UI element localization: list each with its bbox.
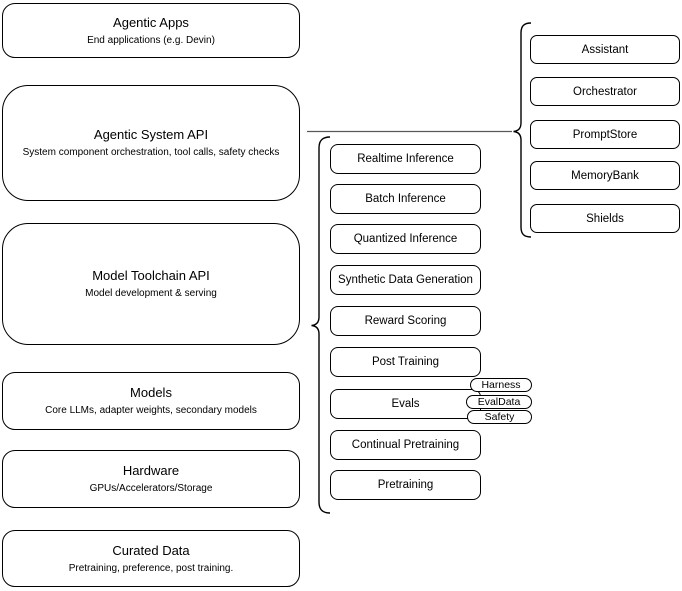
node-subtitle: GPUs/Accelerators/Storage	[89, 483, 213, 494]
node-label: Synthetic Data Generation	[338, 274, 473, 286]
node-label: Quantized Inference	[353, 233, 458, 245]
node-label: Realtime Inference	[357, 153, 454, 165]
node-subtitle: Model development & serving	[85, 288, 217, 299]
node-label: Shields	[586, 212, 624, 225]
badge-safety: Safety	[467, 410, 532, 424]
node-subtitle: System component orchestration, tool cal…	[22, 147, 280, 158]
node-model-toolchain-api: Model Toolchain API Model development & …	[2, 223, 300, 345]
node-agentic-system-api: Agentic System API System component orch…	[2, 85, 300, 201]
node-title: Agentic Apps	[113, 14, 189, 30]
node-agentic-apps: Agentic Apps End applications (e.g. Devi…	[2, 3, 300, 58]
badge-harness: Harness	[470, 378, 532, 392]
node-evals: Evals	[330, 389, 481, 419]
node-label: Post Training	[371, 356, 440, 368]
node-batch-inference: Batch Inference	[330, 184, 481, 214]
badge-label: Harness	[481, 379, 521, 391]
node-orchestrator: Orchestrator	[530, 77, 680, 106]
node-post-training: Post Training	[330, 347, 481, 377]
node-label: Reward Scoring	[364, 315, 447, 327]
node-assistant: Assistant	[530, 35, 680, 64]
node-label: Batch Inference	[365, 193, 446, 205]
badge-label: EvalData	[477, 396, 521, 408]
node-subtitle: Core LLMs, adapter weights, secondary mo…	[45, 405, 257, 416]
node-label: Pretraining	[377, 479, 434, 491]
toolchain-brace	[311, 136, 331, 514]
system-components-brace	[513, 22, 532, 238]
node-models: Models Core LLMs, adapter weights, secon…	[2, 372, 300, 430]
node-quantized-inference: Quantized Inference	[330, 224, 481, 254]
node-curated-data: Curated Data Pretraining, preference, po…	[2, 530, 300, 587]
badge-evaldata: EvalData	[466, 395, 532, 409]
node-synthetic-data-generation: Synthetic Data Generation	[330, 265, 481, 295]
node-title: Agentic System API	[93, 127, 209, 142]
node-label: Assistant	[581, 43, 629, 56]
node-hardware: Hardware GPUs/Accelerators/Storage	[2, 450, 300, 508]
node-reward-scoring: Reward Scoring	[330, 306, 481, 336]
node-subtitle: Pretraining, preference, post training.	[68, 562, 234, 574]
node-shields: Shields	[530, 204, 680, 233]
badge-label: Safety	[484, 411, 515, 423]
node-continual-pretraining: Continual Pretraining	[330, 430, 481, 460]
node-label: Orchestrator	[573, 85, 637, 98]
node-title: Models	[130, 385, 172, 400]
node-label: Continual Pretraining	[351, 439, 460, 451]
node-label: Evals	[391, 398, 420, 410]
node-title: Curated Data	[112, 542, 190, 558]
node-label: PromptStore	[572, 128, 638, 141]
node-memorybank: MemoryBank	[530, 161, 680, 190]
node-subtitle: End applications (e.g. Devin)	[87, 34, 215, 46]
node-realtime-inference: Realtime Inference	[330, 144, 481, 174]
node-pretraining: Pretraining	[330, 470, 481, 500]
node-label: MemoryBank	[571, 169, 639, 182]
node-promptstore: PromptStore	[530, 120, 680, 149]
node-title: Hardware	[122, 463, 180, 478]
node-title: Model Toolchain API	[92, 268, 210, 283]
